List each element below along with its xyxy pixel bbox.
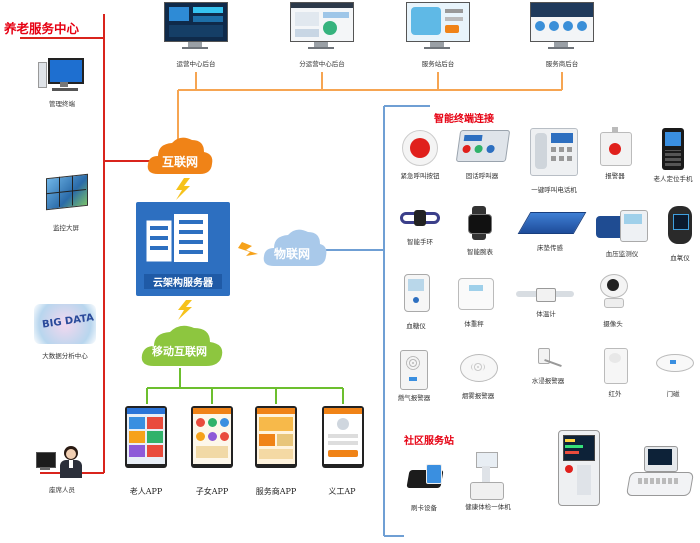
cloud-server-box: 云架构服务器 xyxy=(136,202,230,296)
device-label: 紧急呼叫按钮 xyxy=(400,172,440,180)
device-label: 摄像头 xyxy=(603,320,623,328)
device-label: 体重秤 xyxy=(464,320,484,328)
monitor-label: 运营中心后台 xyxy=(176,60,216,68)
volunteer-app-phone xyxy=(322,406,364,468)
one-key-phone-icon xyxy=(530,128,578,176)
device-label: 智能手环 xyxy=(407,238,433,246)
infrared-sensor-icon xyxy=(604,348,628,384)
smart-watch-icon xyxy=(466,206,492,240)
blood-pressure-icon xyxy=(596,210,648,244)
device-label: 燃气报警器 xyxy=(397,394,431,402)
ultrasound-icon xyxy=(625,446,695,502)
left-item-label: 座席人员 xyxy=(49,486,75,494)
monitor-label: 服务商后台 xyxy=(545,60,579,68)
device-label: 体温计 xyxy=(536,310,556,318)
card-reader-icon xyxy=(406,464,444,492)
internet-cloud-label: 互联网 xyxy=(162,155,199,169)
app-label: 老人APP xyxy=(129,487,163,496)
camera-icon xyxy=(598,274,628,308)
lightning-icon xyxy=(178,300,192,320)
desktop-computer-icon xyxy=(38,58,84,94)
community-title: 社区服务站 xyxy=(404,436,454,447)
elderly-app-phone xyxy=(125,406,167,468)
elderly-phone-icon xyxy=(662,128,684,170)
left-item-label: 大数据分析中心 xyxy=(42,352,88,360)
call-center-agent-icon xyxy=(36,444,90,480)
big-data-icon: BIG DATA xyxy=(34,304,96,344)
device-label: 床垫传感 xyxy=(537,244,563,252)
device-label: 老人定位手机 xyxy=(653,175,693,183)
app-label: 子女APP xyxy=(195,487,229,496)
smart-terminal-title: 智能终端连接 xyxy=(434,114,494,125)
big-data-text: BIG DATA xyxy=(41,312,95,331)
alarm-box-icon xyxy=(600,127,632,166)
gas-alarm-icon xyxy=(400,350,428,390)
mobile-internet-cloud: 移动互联网 xyxy=(140,322,224,370)
server-label: 云架构服务器 xyxy=(144,274,222,289)
oximeter-icon xyxy=(668,206,692,244)
app-label: 服务商APP xyxy=(255,487,297,496)
smoke-detector-icon xyxy=(460,354,498,382)
left-item-label: 管理终端 xyxy=(49,100,75,108)
thermometer-icon xyxy=(516,288,574,302)
provider-app-phone xyxy=(255,406,297,468)
device-label: 一键呼叫电话机 xyxy=(531,186,577,194)
smart-band-icon xyxy=(400,208,440,228)
device-label: 血氧仪 xyxy=(670,254,690,262)
health-kiosk-icon xyxy=(470,452,504,500)
landline-caller-icon xyxy=(455,130,511,162)
lightning-icon xyxy=(238,242,258,256)
left-item-label: 监控大屏 xyxy=(53,224,79,232)
device-label: 刷卡设备 xyxy=(411,504,437,512)
server-icon xyxy=(145,214,208,263)
door-sensor-icon xyxy=(656,354,694,376)
monitor-label: 分运营中心后台 xyxy=(299,60,345,68)
device-label: 血糖仪 xyxy=(406,322,426,330)
monitor-service-station xyxy=(406,2,470,58)
device-label: 烟雾报警器 xyxy=(461,392,495,400)
device-label: 门磁 xyxy=(666,390,680,398)
internet-cloud: 互联网 xyxy=(146,134,214,178)
device-label: 报警器 xyxy=(605,172,625,180)
scale-icon xyxy=(458,278,494,310)
device-label: 红外 xyxy=(608,390,622,398)
left-title: 养老服务中心 xyxy=(4,21,80,36)
glucose-meter-icon xyxy=(404,274,430,312)
emergency-button-icon xyxy=(402,130,438,166)
device-label: 智能腕表 xyxy=(467,248,493,256)
monitor-label: 服务站后台 xyxy=(421,60,455,68)
mobile-internet-cloud-label: 移动互联网 xyxy=(152,345,207,358)
family-app-phone xyxy=(191,406,233,468)
monitor-sub-ops-center xyxy=(290,2,354,58)
video-wall-icon xyxy=(46,173,88,212)
app-label: 义工AP xyxy=(328,487,356,496)
iot-cloud: 物联网 xyxy=(262,226,328,270)
device-label: 水浸报警器 xyxy=(531,377,565,385)
medical-monitor-icon xyxy=(558,430,600,506)
device-label: 固话呼叫器 xyxy=(465,172,499,180)
monitor-provider xyxy=(530,2,594,58)
device-label: 健康体检一体机 xyxy=(465,503,511,511)
monitor-ops-center xyxy=(164,2,228,58)
lightning-icon xyxy=(176,178,190,200)
iot-cloud-label: 物联网 xyxy=(274,247,311,261)
device-label: 血压监测仪 xyxy=(605,250,639,258)
water-sensor-icon xyxy=(534,348,564,374)
